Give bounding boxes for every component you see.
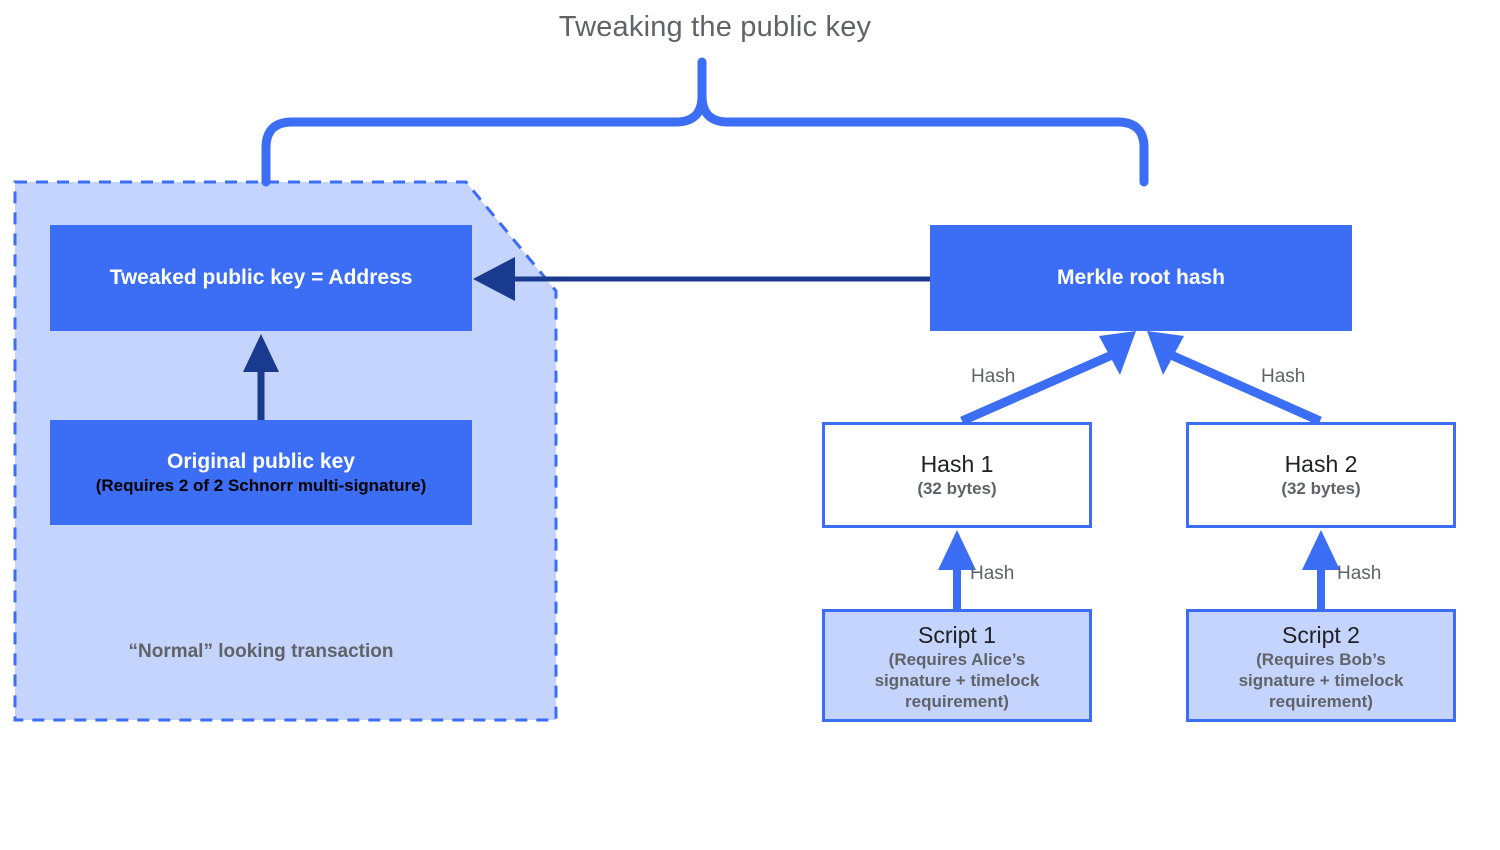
edge-label-hash-2-to-root: Hash xyxy=(1261,366,1306,387)
edge-label-script-2-to-hash-2: Hash xyxy=(1337,563,1382,584)
merkle-root-hash-box: Merkle root hash xyxy=(930,225,1352,331)
edge-label-hash-1-to-root: Hash xyxy=(971,366,1016,387)
diagram-title: Tweaking the public key xyxy=(558,11,872,43)
original-public-key-detail: (Requires 2 of 2 Schnorr multi-signature… xyxy=(95,476,427,495)
script-2-box: Script 2 (Requires Bob’s signature + tim… xyxy=(1186,609,1456,722)
merkle-root-hash-label: Merkle root hash xyxy=(1056,266,1226,289)
script-2-label: Script 2 xyxy=(1282,621,1360,648)
original-public-key-label: Original public key xyxy=(167,450,355,473)
tweaked-public-key-label: Tweaked public key = Address xyxy=(109,266,413,289)
hash-2-box: Hash 2 (32 bytes) xyxy=(1186,422,1456,528)
hash-2-label: Hash 2 xyxy=(1284,451,1358,477)
hash-2-detail: (32 bytes) xyxy=(1281,479,1361,498)
edge-label-script-1-to-hash-1: Hash xyxy=(970,563,1015,584)
hash-1-label: Hash 1 xyxy=(920,451,994,477)
hash-1-box: Hash 1 (32 bytes) xyxy=(822,422,1092,528)
script-1-label: Script 1 xyxy=(918,621,996,648)
arrow-script2-to-hash2 xyxy=(1302,530,1340,609)
script-1-detail: (Requires Alice’s signature + timelock r… xyxy=(874,649,1040,711)
hash-1-detail: (32 bytes) xyxy=(917,479,997,498)
script-2-detail: (Requires Bob’s signature + timelock req… xyxy=(1238,649,1404,711)
tweaked-public-key-box: Tweaked public key = Address xyxy=(50,225,472,331)
script-1-box: Script 1 (Requires Alice’s signature + t… xyxy=(822,609,1092,722)
transaction-caption: “Normal” looking transaction xyxy=(128,641,394,662)
arrow-original-to-tweaked-key xyxy=(243,334,279,420)
grouping-brace xyxy=(261,57,1149,187)
arrow-merkle-to-tweaked-key xyxy=(473,257,930,301)
original-public-key-box: Original public key (Requires 2 of 2 Sch… xyxy=(50,420,472,525)
